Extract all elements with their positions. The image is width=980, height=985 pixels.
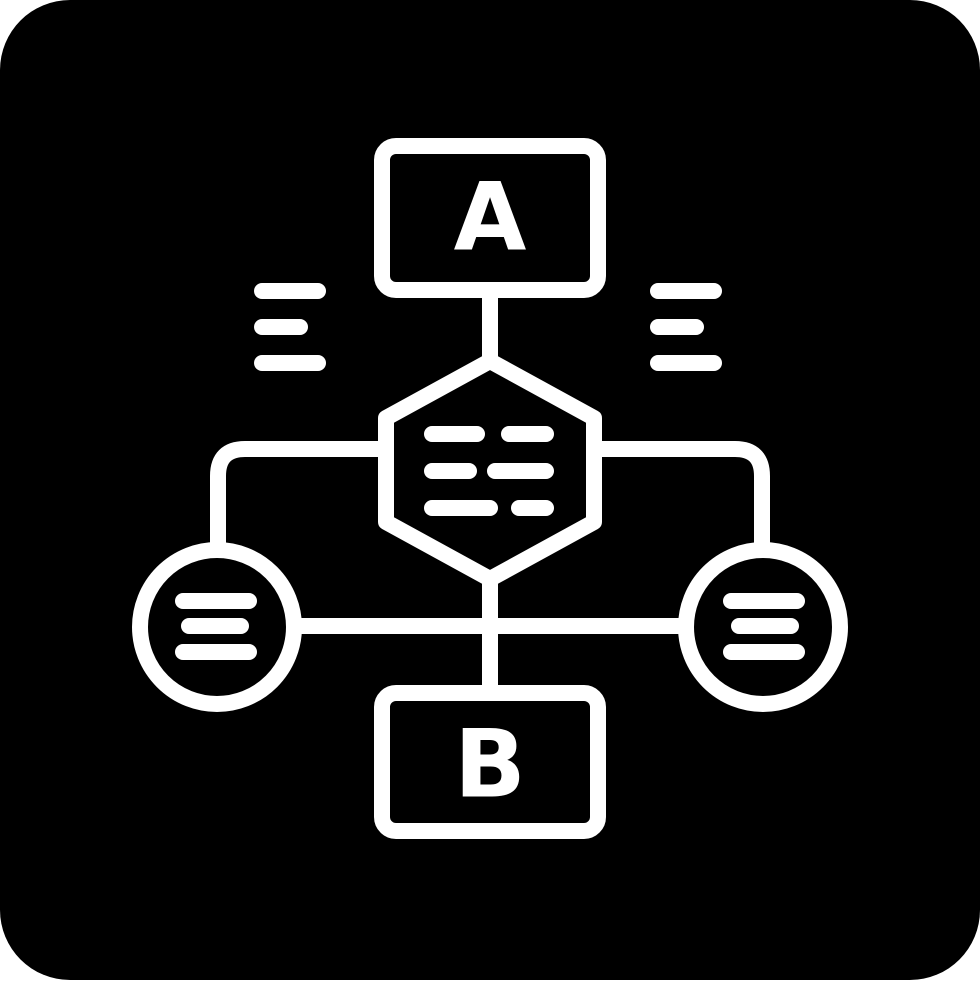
left-circle-text-lines-icon <box>175 593 257 660</box>
left-circle-node <box>132 542 302 712</box>
box-a <box>374 138 606 298</box>
hexagon-text-lines-icon <box>424 426 554 516</box>
right-circle-node <box>678 542 848 712</box>
central-hexagon <box>378 353 602 587</box>
connector-lines <box>210 288 770 694</box>
box-b <box>374 685 606 839</box>
left-text-lines-icon <box>254 283 326 371</box>
box-b-label: B <box>454 711 526 820</box>
connector-hexagon-to-left-circle <box>210 441 394 552</box>
box-a-label: A <box>454 164 527 273</box>
connector-hexagon-to-right-circle <box>586 441 770 552</box>
right-text-lines-icon <box>650 283 722 371</box>
right-circle-text-lines-icon <box>723 593 805 660</box>
